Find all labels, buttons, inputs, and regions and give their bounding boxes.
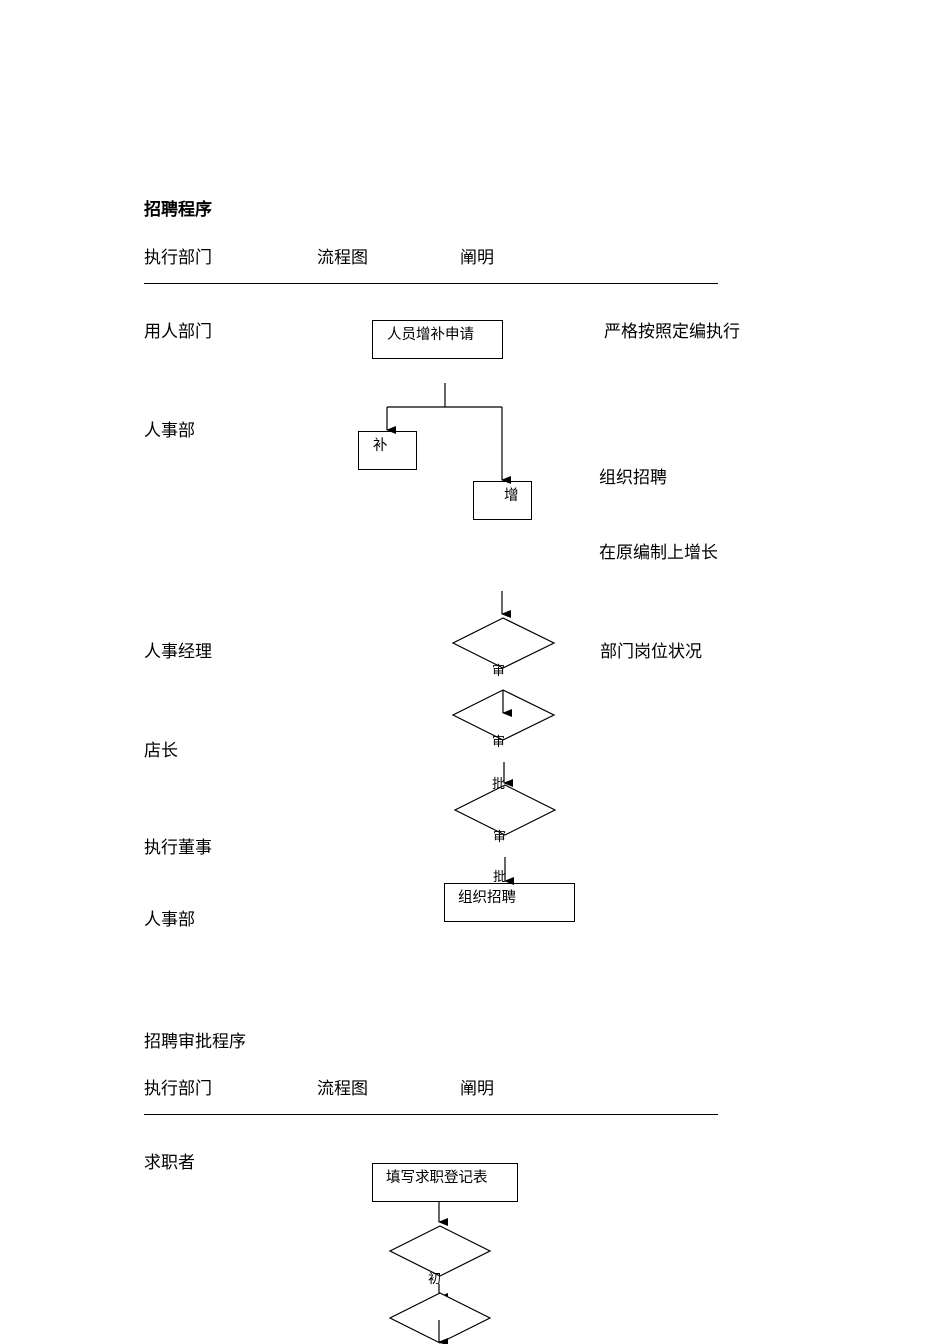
header-flow-2: 流程图 <box>317 1079 368 1099</box>
header-note: 阐明 <box>460 248 494 268</box>
flow-box-supplement-label: 补 <box>373 438 388 454</box>
diamond-review-executive <box>453 784 557 836</box>
diamond-2-label-2: 批 <box>492 777 505 792</box>
header-note-2: 阐明 <box>460 1079 494 1099</box>
flow-box-increase-label: 增 <box>504 488 519 504</box>
note-strict-headcount: 严格按照定编执行 <box>604 322 740 342</box>
flow-box-fill-application-label: 填写求职登记表 <box>386 1170 488 1186</box>
row-label-executive-director: 执行董事 <box>144 838 212 858</box>
diamond-3-label: 审 <box>493 830 506 845</box>
diamond-review-hr-manager <box>451 617 556 669</box>
flow-box-organize-recruitment-label: 组织招聘 <box>458 890 516 906</box>
note-increase-headcount: 在原编制上增长 <box>599 543 718 563</box>
header-rule <box>144 283 718 284</box>
diamond-2-label: 审 <box>492 735 505 750</box>
header-dept-2: 执行部门 <box>144 1079 212 1099</box>
diamond-initial-review <box>388 1225 492 1277</box>
row-label-hiring-dept: 用人部门 <box>144 322 212 342</box>
header-rule-2 <box>144 1114 718 1115</box>
section-title-approval: 招聘审批程序 <box>144 1032 246 1052</box>
diamond-1-label: 审 <box>492 664 505 679</box>
diamond-second-review <box>388 1292 492 1344</box>
section-title-recruitment: 招聘程序 <box>144 200 212 220</box>
diamond-initial-label: 初 <box>428 1272 441 1287</box>
row-label-hr-manager: 人事经理 <box>144 642 212 662</box>
row-label-hr-dept: 人事部 <box>144 421 195 441</box>
note-organize-recruitment: 组织招聘 <box>599 468 667 488</box>
flow-box-staff-request: 人员增补申请 <box>372 320 503 359</box>
flow-box-fill-application: 填写求职登记表 <box>372 1163 518 1202</box>
note-dept-position-status: 部门岗位状况 <box>600 642 702 662</box>
flow-box-staff-request-label: 人员增补申请 <box>387 327 474 343</box>
row-label-store-manager: 店长 <box>144 741 178 761</box>
header-dept: 执行部门 <box>144 248 212 268</box>
row-label-applicant: 求职者 <box>144 1153 195 1173</box>
row-label-hr-dept-2: 人事部 <box>144 910 195 930</box>
diamond-3-label-2: 批 <box>493 870 506 885</box>
header-flow: 流程图 <box>317 248 368 268</box>
